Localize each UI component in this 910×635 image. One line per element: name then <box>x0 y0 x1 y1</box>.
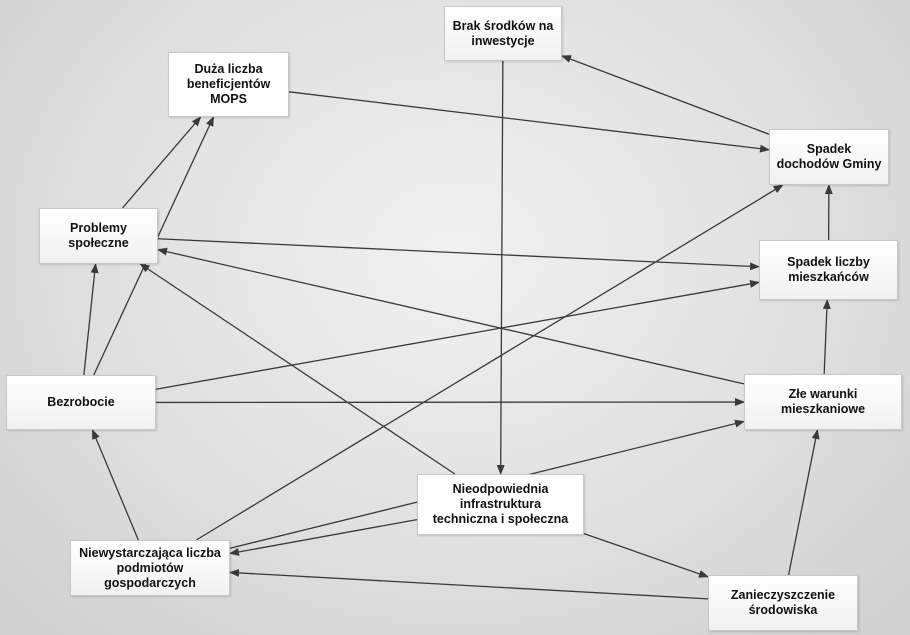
node-brak-srodkow: Brak środków na inwestycje <box>444 6 562 61</box>
node-nieodpowiednia-infrastruktura: Nieodpowiednia infrastruktura techniczna… <box>417 474 584 535</box>
edge-duza-to-spadek_doch <box>288 91 770 153</box>
edge-nieodp-to-niewyst <box>229 518 418 556</box>
edge-niewyst-to-spadek_doch <box>195 184 784 541</box>
edge-bezrobocie-to-spadek_miesz <box>155 279 760 390</box>
edge-zanieczy-to-niewyst <box>229 568 709 600</box>
edge-brak-to-nieodp <box>496 60 505 475</box>
edge-spadek_doch-to-brak <box>561 55 770 135</box>
edge-problemy-to-spadek_miesz <box>157 238 760 271</box>
node-niewystarczajaca-liczba-podmiotow: Niewystarczająca liczba podmiotów gospod… <box>70 540 230 596</box>
edge-zle-to-spadek_miesz <box>822 299 831 375</box>
node-bezrobocie: Bezrobocie <box>6 375 156 430</box>
node-spadek-liczby-mieszkancow: Spadek liczby mieszkańców <box>759 240 898 300</box>
edge-zanieczy-to-zle <box>787 429 820 576</box>
edge-niewyst-to-bezrobocie <box>91 429 139 541</box>
node-spadek-dochodow: Spadek dochodów Gminy <box>769 129 889 185</box>
edge-nieodp-to-zanieczy <box>583 533 709 578</box>
node-duza-liczba-beneficjentow: Duża liczba beneficjentów MOPS <box>168 52 289 117</box>
edge-nieodp-to-problemy <box>139 263 456 475</box>
node-zle-warunki-mieszkaniowe: Złe warunki mieszkaniowe <box>744 374 902 430</box>
edge-zle-to-problemy <box>157 247 745 385</box>
edge-bezrobocie-to-problemy <box>83 263 99 376</box>
edge-problemy-to-duza <box>122 116 202 209</box>
node-zanieczyszczenie-srodowiska: Zanieczyszczenie środowiska <box>708 575 858 631</box>
node-problemy-spoleczne: Problemy społeczne <box>39 208 158 264</box>
